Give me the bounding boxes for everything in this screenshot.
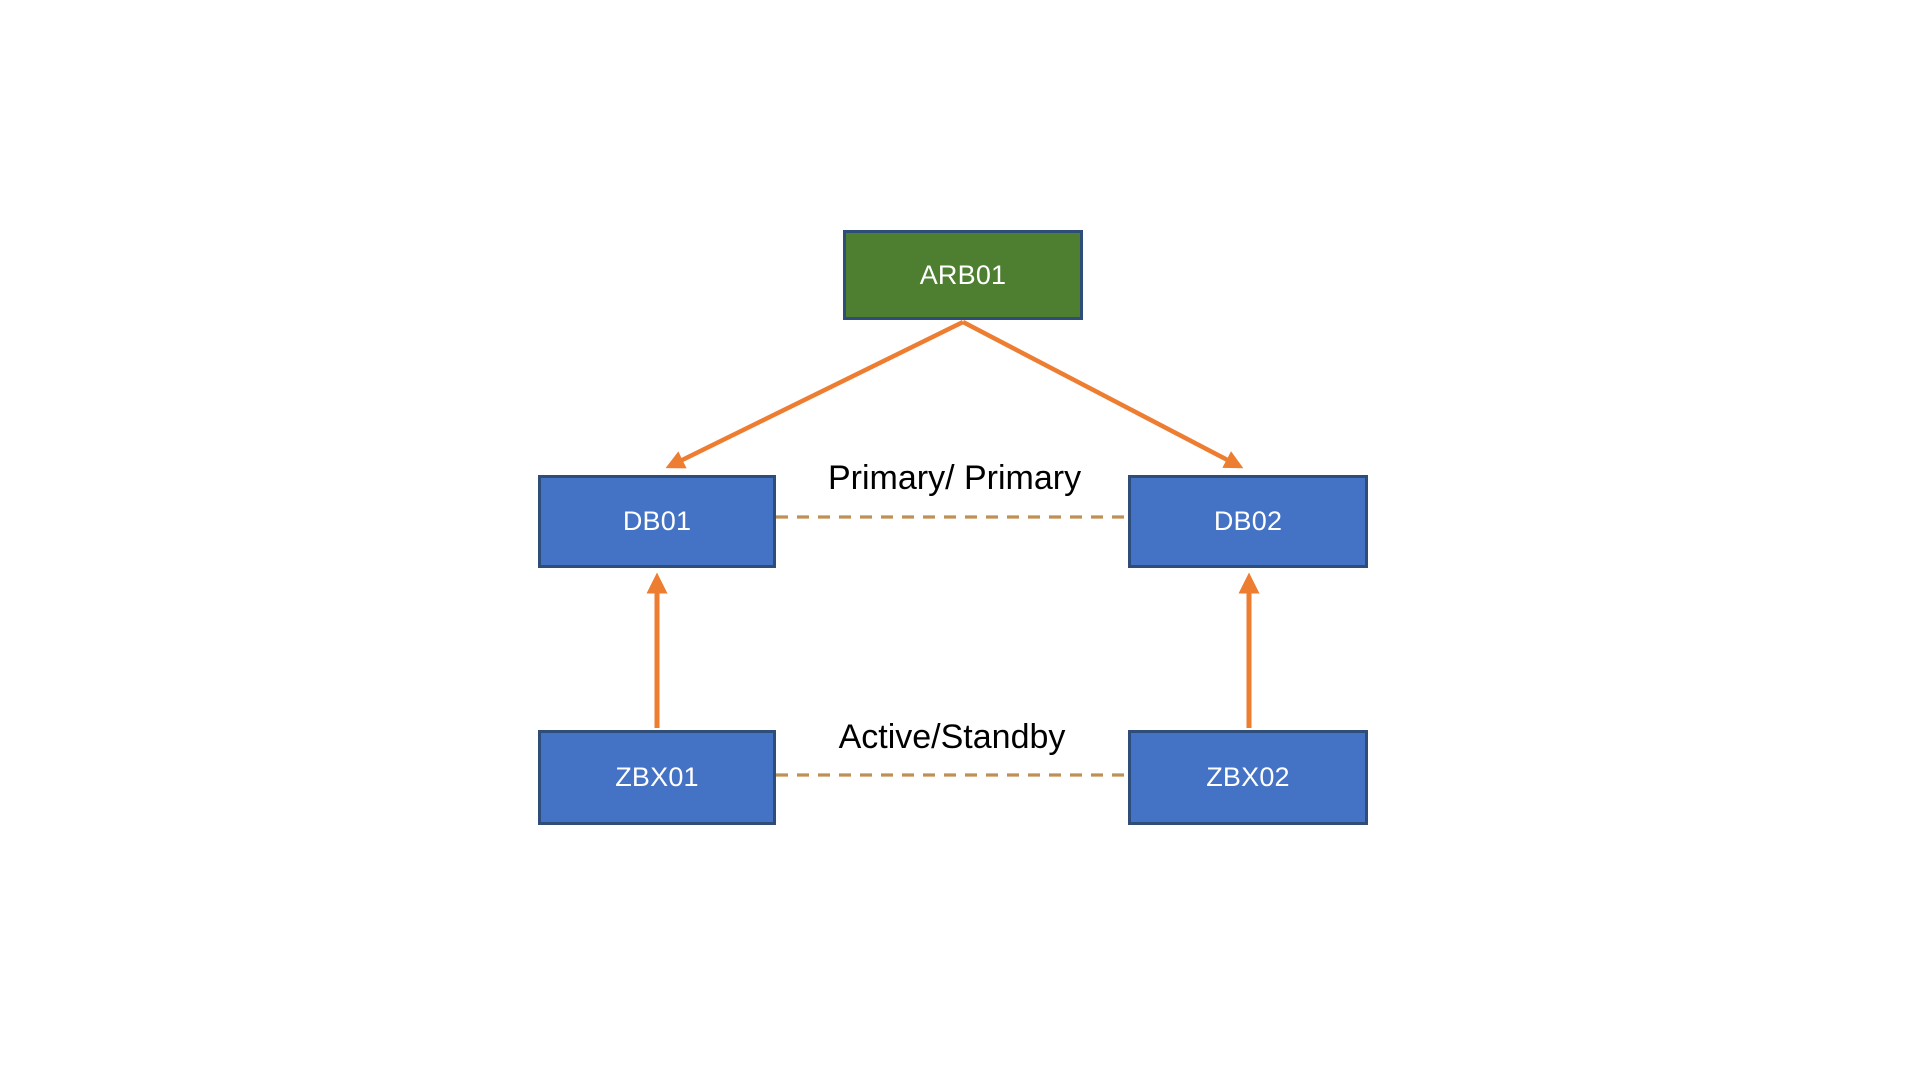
- arrow-line-arb01-db01: [665, 319, 964, 469]
- arrow-arb01-to-db01: [665, 319, 964, 469]
- node-zbx01-label: ZBX01: [615, 762, 699, 792]
- node-zbx01[interactable]: ZBX01: [538, 730, 776, 825]
- link-label-active-standby: Active/Standby: [838, 718, 1066, 756]
- node-zbx02[interactable]: ZBX02: [1128, 730, 1368, 825]
- arrow-line-arb01-db02: [961, 320, 1244, 469]
- node-arb01[interactable]: ARB01: [843, 230, 1083, 320]
- node-db02-label: DB02: [1213, 506, 1283, 536]
- node-arb01-label: ARB01: [919, 259, 1007, 290]
- node-zbx02-label: ZBX02: [1206, 762, 1290, 792]
- node-db01[interactable]: DB01: [538, 475, 776, 568]
- link-label-primary-primary: Primary/ Primary: [828, 459, 1082, 497]
- node-db02[interactable]: DB02: [1128, 475, 1368, 568]
- node-db01-label: DB01: [622, 506, 692, 536]
- arrow-arb01-to-db02: [961, 320, 1244, 469]
